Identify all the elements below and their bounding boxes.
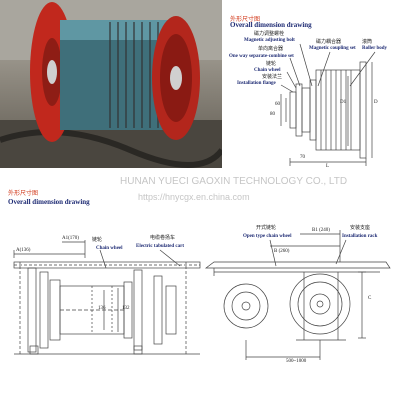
label-chain-wheel-zh: 链轮 bbox=[266, 62, 277, 67]
label-coupling-en: Magnetic coupling set bbox=[309, 46, 356, 51]
label-one-way-zh: 单向离合器 bbox=[258, 47, 284, 52]
dim-500-1000: 500~1000 bbox=[286, 359, 307, 364]
label-flange-zh: 安装法兰 bbox=[262, 75, 283, 80]
label-one-way-en: One way separate-combine set bbox=[229, 54, 294, 59]
label-rack-en: Installation rack bbox=[342, 234, 378, 239]
label-rack-zh: 安装支座 bbox=[350, 226, 371, 231]
dim-l: L bbox=[326, 164, 330, 169]
cable-reel-photo-illustration bbox=[0, 0, 222, 168]
watermark-url: https://hnycgx.en.china.com bbox=[138, 192, 250, 202]
label-open-chain-zh: 开式链轮 bbox=[256, 226, 277, 231]
label-cart-zh: 电缆卷扬车 bbox=[150, 236, 176, 241]
bottom-title-zh: 外形尺寸图 bbox=[8, 190, 39, 197]
dim-70: 70 bbox=[300, 155, 305, 160]
label-open-chain-en: Open type chain wheel bbox=[243, 234, 292, 239]
dim-60: 60 bbox=[275, 102, 280, 107]
top-title-zh: 外形尺寸图 bbox=[230, 16, 261, 23]
dim-d1: D1 bbox=[340, 100, 347, 105]
label-coupling-zh: 磁力耦合器 bbox=[316, 40, 342, 45]
dim-80: 80 bbox=[270, 112, 275, 117]
dim-a: A(136) bbox=[16, 248, 31, 253]
top-title-en: Overall dimension drawing bbox=[230, 21, 312, 29]
dim-132: 132 bbox=[122, 306, 130, 311]
dim-136: 136 bbox=[98, 306, 106, 311]
watermark-company: HUNAN YUECI GAOXIN TECHNOLOGY CO., LTD bbox=[120, 176, 348, 187]
label-magnetic-bolt-en: Magnetic adjusting bolt bbox=[244, 38, 295, 43]
label-roller-en: Roller body bbox=[362, 46, 388, 51]
dim-b: B (260) bbox=[274, 249, 290, 254]
label-chain-wheel-left-en: Chain wheel bbox=[96, 246, 123, 251]
label-roller-zh: 滚筒 bbox=[362, 40, 373, 45]
label-flange-en: Installation flange bbox=[237, 81, 276, 86]
label-chain-wheel-left-zh: 链轮 bbox=[92, 238, 103, 243]
dim-b1: B1 (240) bbox=[312, 228, 330, 233]
dim-c: C bbox=[368, 296, 372, 301]
product-photo bbox=[0, 0, 222, 168]
dim-d: D bbox=[374, 100, 378, 105]
label-cart-en: Electric tabulated cart bbox=[136, 244, 185, 249]
label-magnetic-bolt-zh: 磁力调整螺栓 bbox=[254, 32, 285, 37]
dim-a1: A1(170) bbox=[62, 236, 79, 241]
bottom-title-en: Overall dimension drawing bbox=[8, 198, 90, 206]
label-chain-wheel-en: Chain wheel bbox=[254, 68, 281, 73]
